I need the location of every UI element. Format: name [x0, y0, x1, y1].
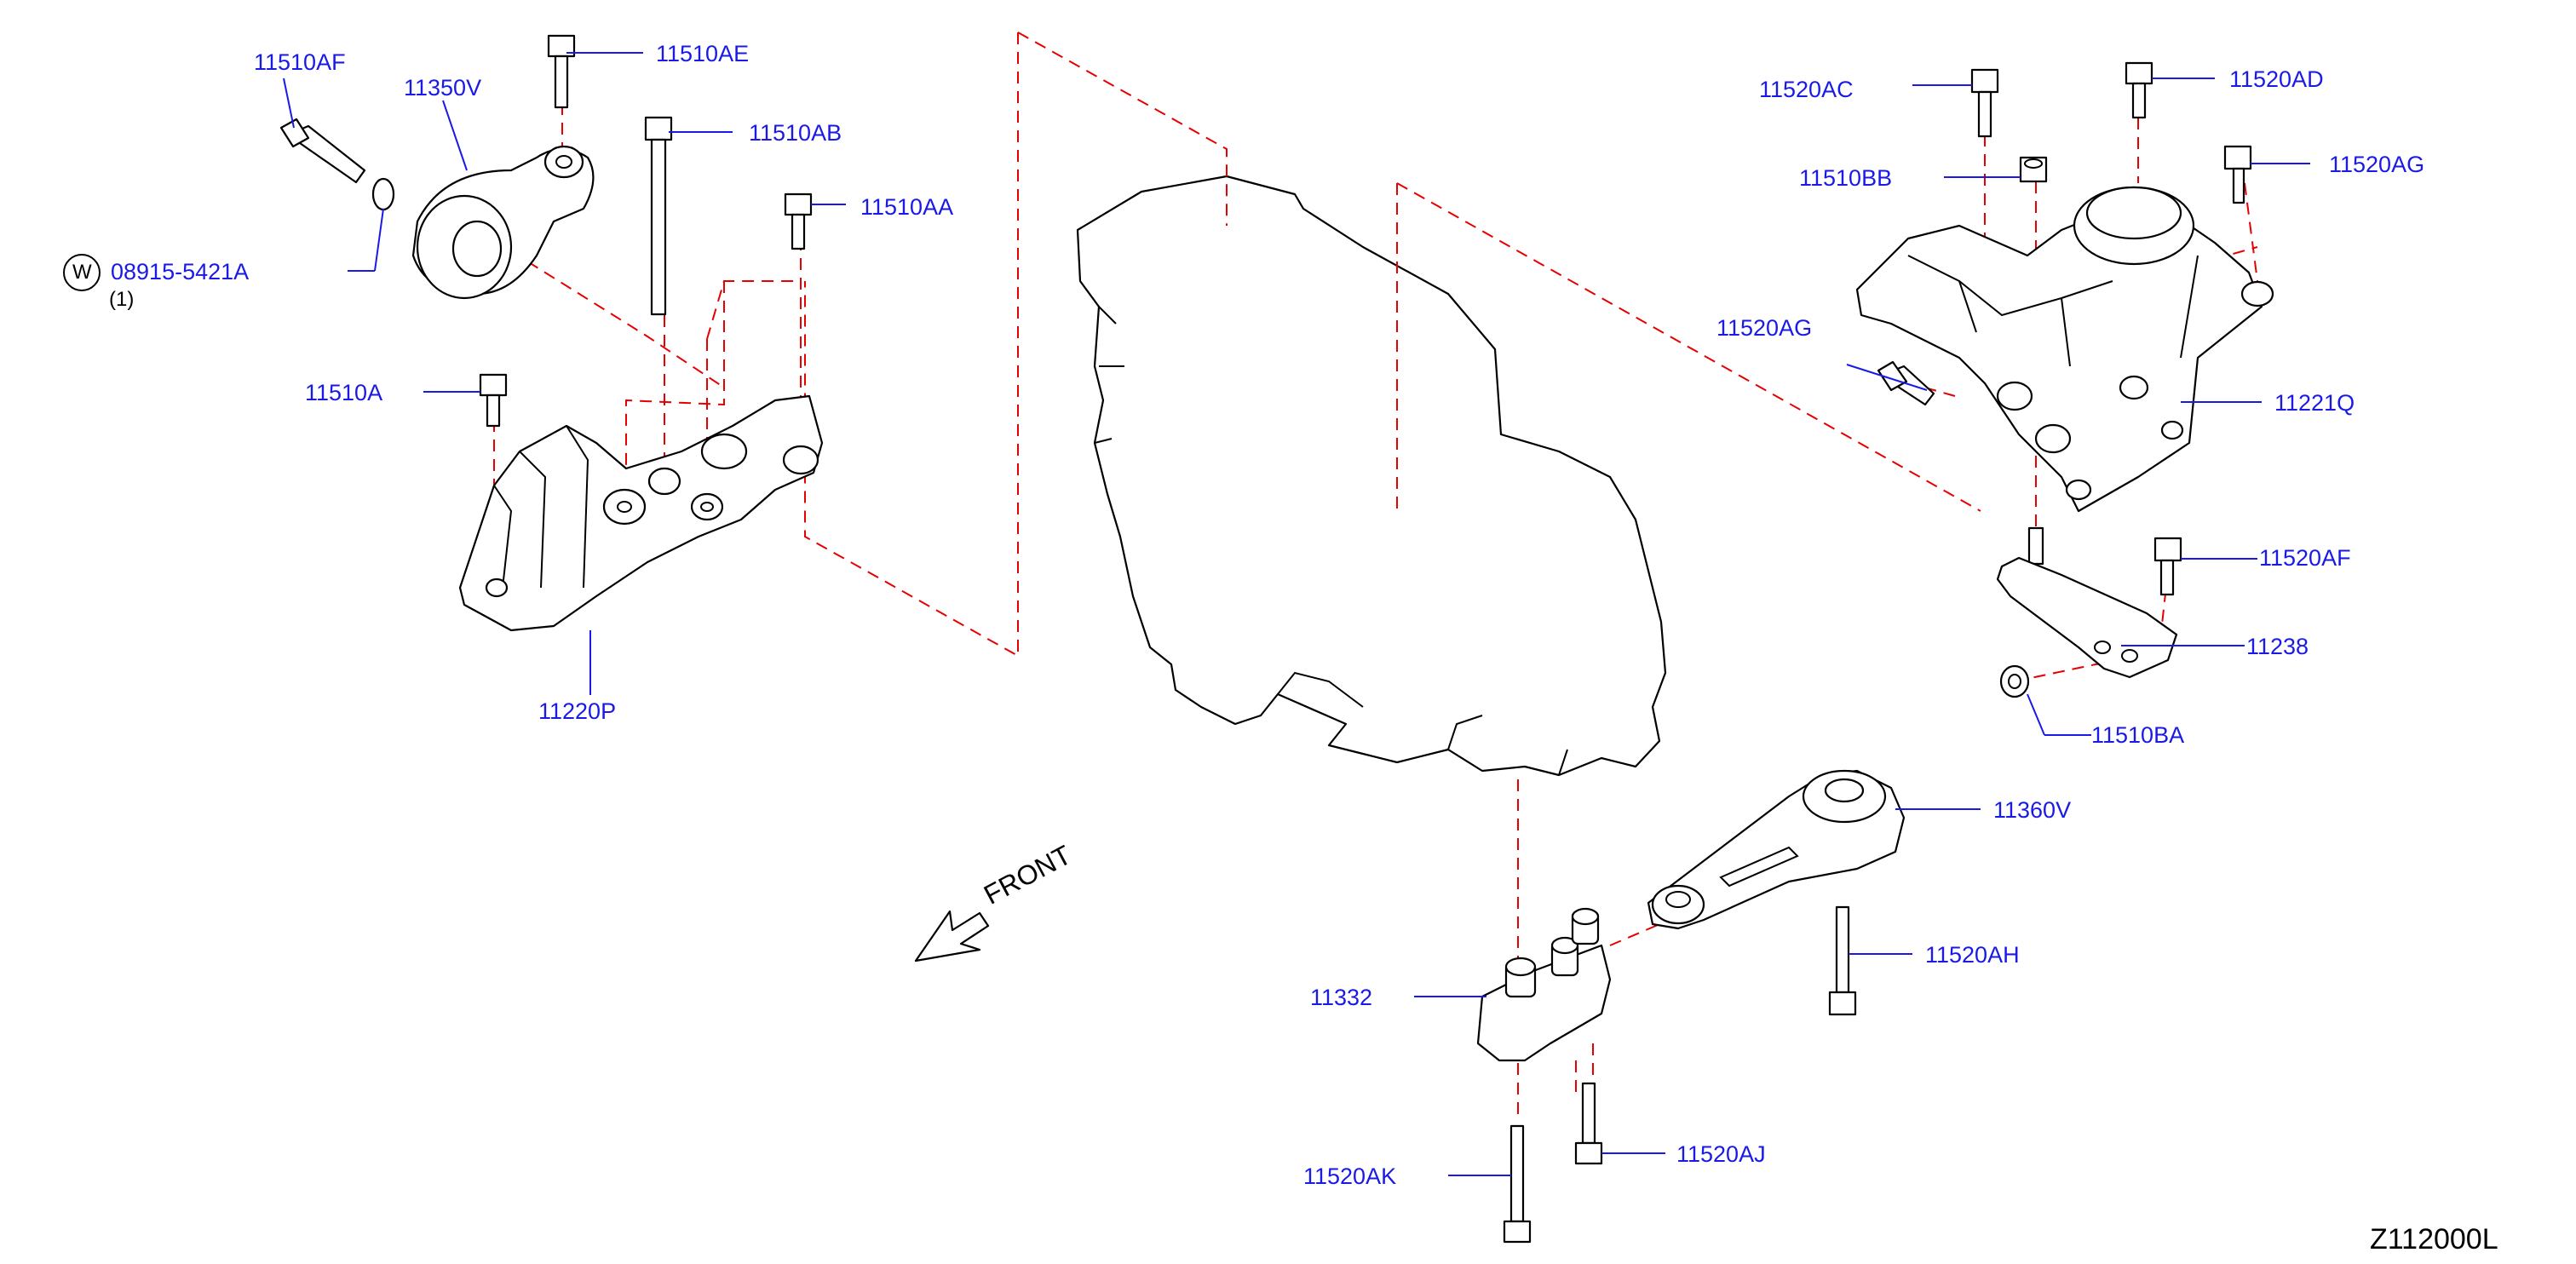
label-11510A: 11510A	[305, 380, 383, 405]
label-11510AB: 11510AB	[749, 120, 842, 146]
label-11510AA: 11510AA	[860, 194, 954, 220]
washer-symbol-circle	[63, 254, 101, 291]
label-11510AF: 11510AF	[254, 49, 346, 75]
washer-symbol-w: W	[72, 261, 92, 284]
label-11520AF: 11520AF	[2259, 545, 2351, 571]
label-11520AG-left: 11520AG	[1716, 315, 1813, 341]
label-11238: 11238	[2246, 634, 2309, 659]
label-11520AJ: 11520AJ	[1676, 1141, 1766, 1167]
label-08915-5421A: 08915-5421A	[111, 259, 250, 284]
label-11520AH: 11520AH	[1925, 942, 2020, 968]
label-08915-quantity: (1)	[109, 288, 135, 311]
nut-11510BB	[2019, 156, 2048, 183]
bracket-11332	[1476, 907, 1612, 1062]
label-11520AG-top: 11520AG	[2329, 152, 2425, 177]
engine-block	[1076, 175, 1667, 777]
bracket-11220P	[458, 394, 824, 632]
bolt-11520AJ	[1574, 1082, 1603, 1165]
label-11221Q: 11221Q	[2274, 390, 2355, 416]
label-11360V: 11360V	[1993, 797, 2072, 823]
bolt-11520AD	[2125, 61, 2153, 119]
bolt-11520AG-top	[2223, 145, 2252, 204]
label-11510BB: 11510BB	[1799, 165, 1893, 191]
bolt-11510AA	[784, 192, 813, 250]
bolt-11510A	[479, 373, 508, 428]
bolt-11510AB	[644, 116, 673, 316]
callout-leader-lines	[283, 52, 2310, 1176]
label-11510AE: 11510AE	[656, 41, 750, 66]
label-11220P: 11220P	[538, 698, 617, 724]
bolt-11510AF	[279, 118, 366, 184]
label-11520AK: 11520AK	[1303, 1163, 1397, 1189]
bracket-11238	[1996, 526, 2178, 679]
front-arrow-icon	[914, 910, 990, 962]
label-11332: 11332	[1310, 985, 1373, 1010]
bolt-11510AE	[547, 34, 576, 109]
diagram-code: Z112000L	[2370, 1223, 2498, 1255]
bolt-11520AH	[1828, 905, 1857, 1016]
bracket-11221Q	[1855, 186, 2274, 513]
label-11520AD: 11520AD	[2229, 66, 2324, 92]
washer-08915-5421A	[371, 177, 395, 211]
label-11520AC: 11520AC	[1759, 77, 1854, 102]
label-11350V: 11350V	[404, 75, 482, 101]
torque-rod-11360V	[1647, 769, 1906, 930]
bolt-11520AF	[2153, 537, 2182, 596]
bolt-11520AG-left	[1877, 360, 1935, 406]
bolt-11520AC	[1970, 68, 1999, 138]
nut-11510BA	[1999, 664, 2030, 698]
mount-11350V	[411, 145, 595, 300]
label-11510BA: 11510BA	[2091, 722, 2185, 748]
bolt-11520AK	[1503, 1124, 1532, 1244]
